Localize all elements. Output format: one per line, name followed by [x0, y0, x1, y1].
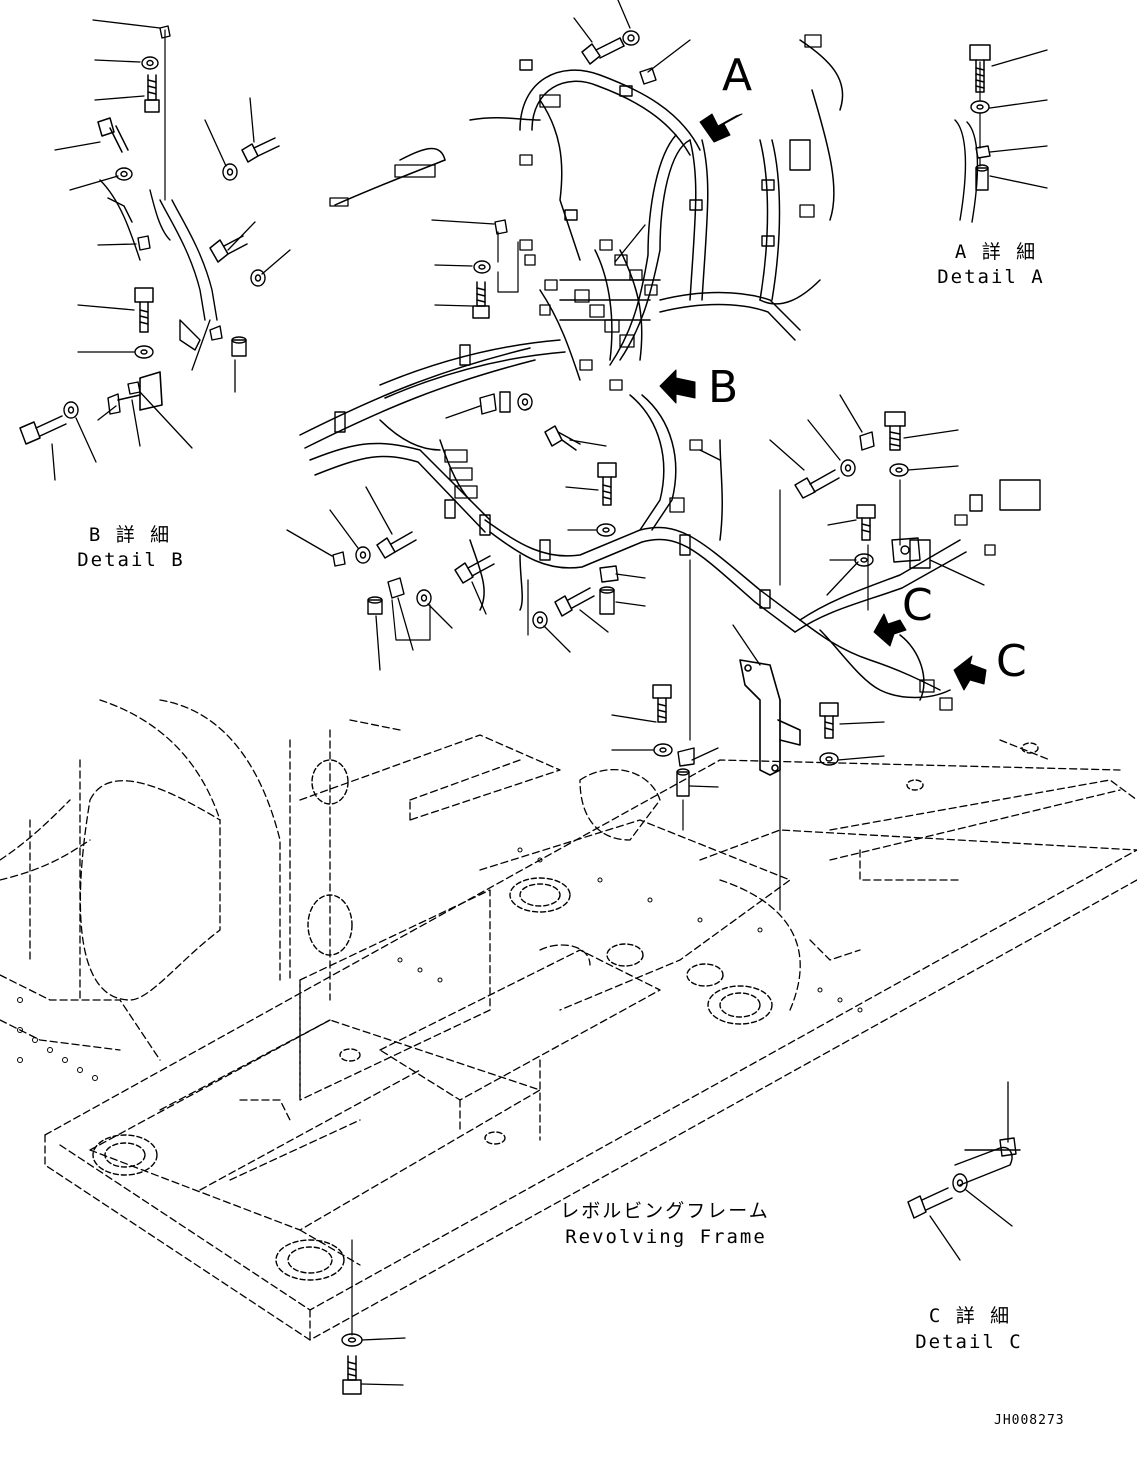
- detail-c-caption-en: Detail C: [915, 1331, 1023, 1353]
- frame-label-jp: レボルビングフレーム: [560, 1200, 770, 1222]
- leader-lines: [51, 0, 1048, 1386]
- arrow-a-icon: [699, 113, 743, 143]
- detail-b-caption-en: Detail B: [77, 549, 185, 571]
- frame-holes: [92, 742, 1039, 1281]
- bolts-vertical: [134, 44, 991, 1395]
- washers: [63, 30, 990, 1347]
- bracket-b: [117, 371, 163, 411]
- drawing-code: JH008273: [994, 1413, 1065, 1428]
- detail-a-caption-jp: A 詳 細: [954, 241, 1038, 263]
- explosion-lines: [164, 29, 981, 1336]
- callout-a: A: [722, 50, 753, 101]
- bracket-center: [739, 659, 801, 776]
- bolts-angled: [19, 37, 953, 1219]
- callout-b: B: [708, 362, 739, 413]
- arrow-b-icon: [659, 369, 696, 404]
- detail-fragments: [99, 119, 1021, 1186]
- connector-cluster: [329, 34, 996, 711]
- arrow-c1-icon: [873, 613, 907, 647]
- frame-label-en: Revolving Frame: [565, 1226, 767, 1248]
- detail-c-caption-jp: C 詳 細: [928, 1305, 1012, 1327]
- arrow-c2-icon: [953, 655, 987, 691]
- callout-c-lower: C: [996, 636, 1027, 687]
- callout-arrows: [659, 113, 987, 691]
- main-harness: [299, 39, 967, 701]
- detail-b-caption-jp: B 詳 細: [88, 524, 172, 546]
- callout-c-upper: C: [902, 580, 933, 631]
- revolving-frame: [0, 699, 1137, 1341]
- frame-rivets: [17, 847, 863, 1081]
- detail-a-caption-en: Detail A: [937, 266, 1045, 288]
- spacers: [231, 164, 989, 797]
- clips: [107, 25, 1017, 1157]
- harness-bands: [334, 59, 1041, 609]
